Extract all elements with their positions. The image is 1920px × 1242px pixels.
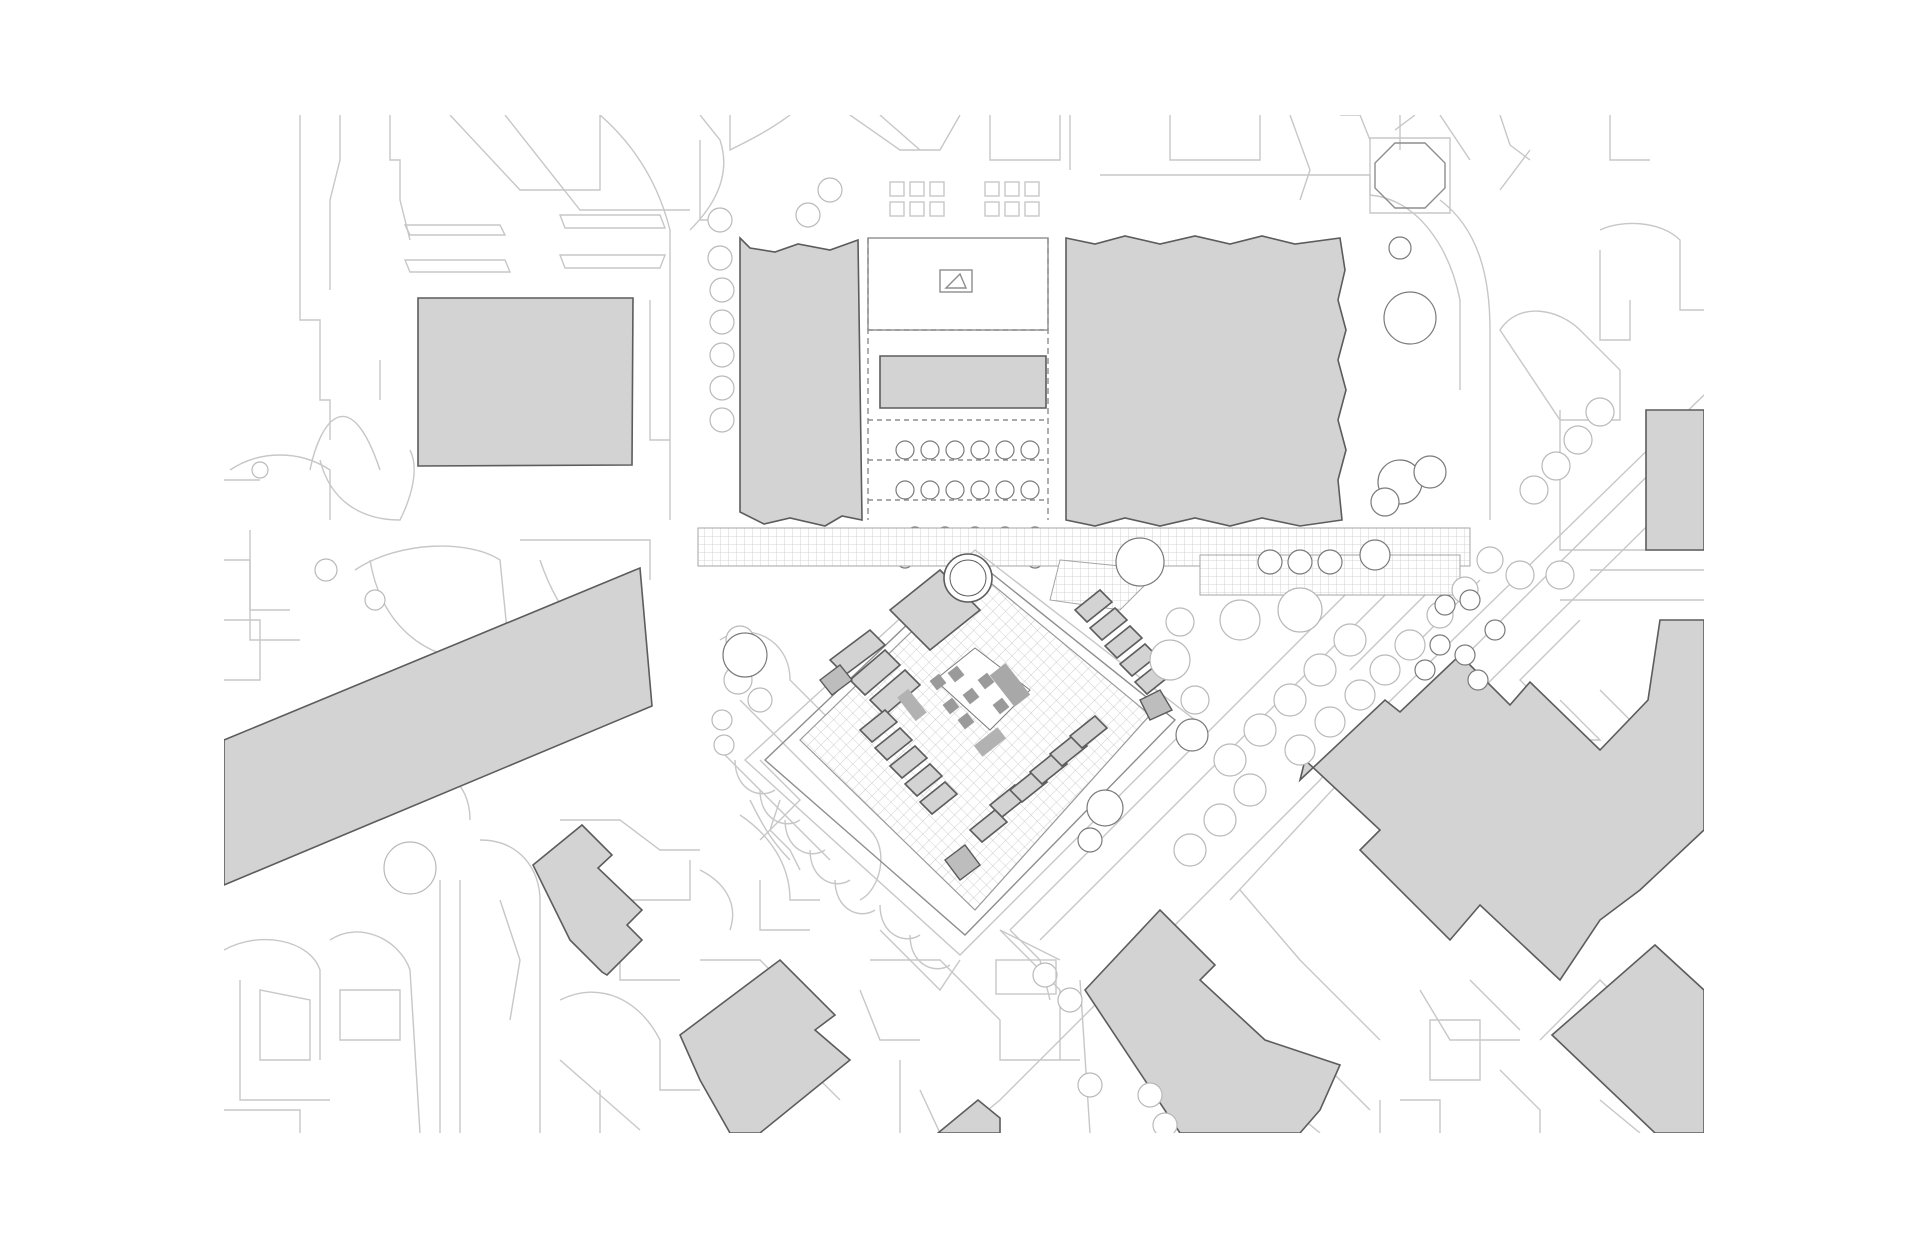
building-south-center bbox=[1083, 908, 1342, 1133]
octagon-pavilion bbox=[1374, 142, 1446, 209]
building-slab-west bbox=[224, 566, 653, 886]
building-north-tower-east bbox=[1065, 235, 1347, 527]
plaza-paver-squares bbox=[889, 181, 1040, 217]
courtyard-complex bbox=[743, 549, 1197, 956]
plaza-sculpture bbox=[939, 269, 973, 293]
buildings bbox=[224, 235, 1704, 1133]
building-east-edge bbox=[1645, 409, 1704, 551]
building-plaza-pavilion bbox=[879, 355, 1047, 409]
building-house-west bbox=[532, 823, 644, 977]
courtyard-wing-southeast bbox=[944, 714, 1109, 881]
courtyard-wing-southwest bbox=[819, 664, 959, 816]
driveways bbox=[734, 759, 1061, 995]
building-southwest bbox=[679, 958, 852, 1133]
courtyard-inner-garden bbox=[897, 647, 1031, 757]
palm-trees bbox=[1414, 589, 1506, 691]
rotunda bbox=[943, 553, 993, 603]
building-southeast bbox=[1550, 943, 1704, 1133]
trees bbox=[251, 177, 1615, 1133]
building-northwest bbox=[417, 297, 634, 467]
building-east-large bbox=[1298, 619, 1704, 982]
promenade-paving bbox=[697, 527, 1471, 611]
building-south-small bbox=[936, 1098, 1001, 1133]
building-north-tower-west bbox=[739, 236, 863, 527]
